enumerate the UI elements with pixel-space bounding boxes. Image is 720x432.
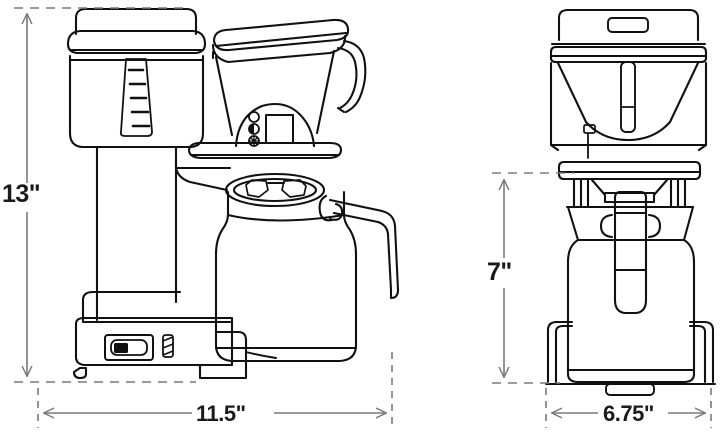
dimension-label-front-width: 6.75" [603, 401, 654, 426]
front-view-group [544, 8, 717, 396]
heating-grille [565, 178, 695, 209]
carafe-lid [224, 172, 326, 208]
filter-basket-handle [336, 39, 367, 114]
side-latch [583, 124, 596, 159]
power-switch [104, 334, 154, 361]
dimension-label-side-height: 13" [2, 180, 41, 208]
machine-base [72, 290, 248, 380]
reservoir-lid [66, 7, 207, 55]
warming-shelf-front [557, 160, 702, 181]
filter-basket-lid [212, 18, 350, 52]
filter-holder-lid [549, 45, 708, 64]
drip-spout [620, 61, 636, 133]
carafe [214, 190, 358, 363]
machine-base-front [544, 320, 717, 396]
dimension-label-side-width: 11.5" [196, 401, 246, 426]
dimension-side-height [14, 7, 196, 383]
dimension-front-width [545, 388, 712, 428]
carafe-front [566, 205, 696, 384]
front-lid [550, 8, 707, 46]
filter-holder [549, 61, 708, 152]
filter-basket [211, 34, 347, 137]
dimension-lines-group [14, 7, 712, 428]
warming-shelf [174, 141, 343, 192]
drip-stop-selector [234, 102, 316, 148]
side-view-group [66, 7, 400, 380]
dimension-front-height [492, 172, 574, 384]
carafe-handle [318, 194, 400, 300]
power-cord [245, 351, 277, 359]
vent-indicator [162, 334, 174, 358]
water-level-gauge [119, 58, 153, 137]
dimension-side-width [37, 352, 393, 428]
dimension-label-front-height: 7" [487, 258, 512, 286]
machine-column [95, 145, 178, 322]
water-reservoir [68, 54, 205, 149]
carafe-handle-front [599, 190, 662, 315]
